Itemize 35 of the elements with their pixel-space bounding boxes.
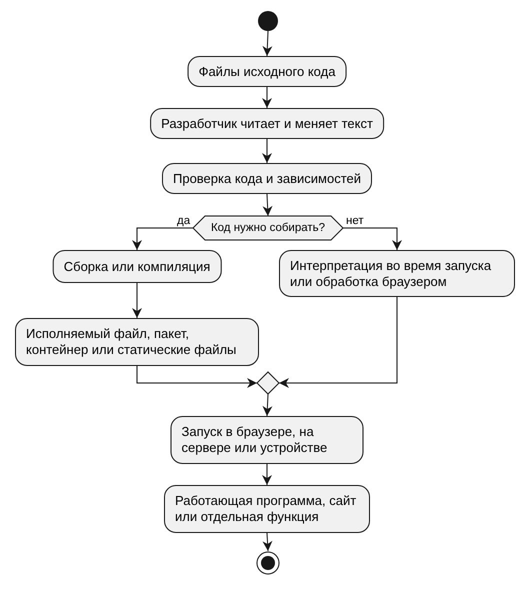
activity-box: [52, 250, 222, 283]
arrow: [262, 532, 272, 552]
activity-text: Проверка кода и зависимостей: [173, 171, 361, 186]
decision-text: Код нужно собирать?: [210, 221, 326, 236]
activity-box: [15, 318, 259, 366]
activity-text: Сборка или компиляция: [64, 259, 210, 274]
activity-text: Запуск в браузере, на сервере или устройстве: [182, 424, 328, 456]
arrow: [278, 296, 398, 388]
activity-box: [162, 163, 372, 194]
start-node: [258, 11, 278, 31]
decision-hexagon: [193, 216, 343, 240]
arrow: [136, 366, 258, 388]
arrow: [262, 194, 273, 216]
activity-text: Файлы исходного кода: [198, 64, 336, 79]
merge-diamond: [257, 372, 279, 394]
activity-text: Работающая программа, сайт или отдельная функция: [175, 493, 358, 525]
activity-text: Интерпретация во время запуска или обработка браузером: [290, 258, 492, 290]
arrow: [342, 228, 402, 250]
activity-text: Исполняемый файл, пакет, контейнер или статические файлы: [26, 326, 238, 358]
activity-box: [170, 416, 364, 464]
activity-box: [279, 250, 515, 297]
activity-box: [188, 56, 346, 87]
activity-box: [164, 485, 370, 533]
edge-label: нет: [345, 215, 365, 227]
activity-box: [150, 108, 384, 139]
end-node: [256, 551, 280, 575]
arrow: [132, 228, 194, 250]
arrow: [262, 86, 272, 108]
edge-label: да: [176, 215, 192, 227]
arrow: [262, 30, 272, 56]
arrow: [262, 394, 272, 416]
arrow: [262, 464, 272, 486]
arrow: [262, 138, 272, 164]
activity-text: Разработчик читает и меняет текст: [161, 116, 373, 131]
arrow: [132, 282, 142, 318]
